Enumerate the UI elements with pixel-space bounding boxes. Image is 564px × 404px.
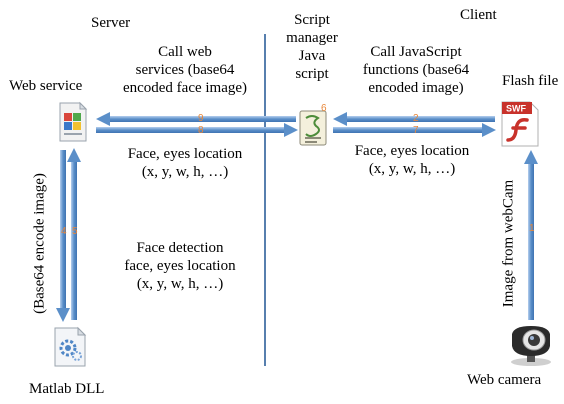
arrow-webservice-to-dll bbox=[56, 150, 70, 322]
flash-file-icon[interactable]: SWF bbox=[498, 98, 542, 148]
flash-file-label: Flash file bbox=[502, 73, 559, 89]
step-number-8: 8 bbox=[198, 125, 204, 136]
step-number-1: 1 bbox=[529, 223, 535, 234]
arrow-dll-to-webservice bbox=[67, 148, 81, 320]
step-number-7: 7 bbox=[413, 125, 419, 136]
face-eyes-location-left-label: Face, eyes location (x, y, w, h, …) bbox=[127, 146, 243, 180]
arrow-flash-to-script bbox=[333, 112, 495, 126]
step-number-4: 4 bbox=[61, 226, 67, 237]
step-number-2: 2 bbox=[413, 113, 419, 124]
image-from-webcam-label: Image from webCam bbox=[500, 179, 517, 308]
face-eyes-location-right-label: Face, eyes location (x, y, w, h, …) bbox=[354, 143, 470, 177]
dll-icon[interactable] bbox=[52, 326, 88, 368]
step-number-9: 9 bbox=[198, 113, 204, 124]
arrow-script-to-flash bbox=[333, 123, 496, 137]
arrow-webcam-to-flash bbox=[524, 150, 538, 320]
step-number-5: 5 bbox=[72, 226, 78, 237]
face-detection-label: Face detection face, eyes location (x, y… bbox=[124, 240, 236, 292]
webcam-icon[interactable] bbox=[506, 322, 556, 368]
web-service-icon[interactable] bbox=[58, 101, 88, 143]
step-number-6: 6 bbox=[321, 103, 327, 114]
swf-badge: SWF bbox=[506, 104, 526, 114]
web-camera-label: Web camera bbox=[467, 372, 542, 388]
matlab-dll-label: Matlab DLL bbox=[29, 381, 105, 397]
web-service-label: Web service bbox=[9, 78, 83, 94]
call-web-services-label: Call web services (base64 encoded face i… bbox=[122, 44, 248, 96]
call-javascript-label: Call JavaScript functions (base64 encode… bbox=[362, 44, 470, 96]
client-region-label: Client bbox=[460, 7, 497, 23]
script-icon[interactable] bbox=[297, 108, 329, 148]
arrow-script-to-webservice bbox=[96, 112, 296, 126]
server-region-label: Server bbox=[91, 15, 131, 31]
arrow-webservice-to-script bbox=[96, 123, 298, 137]
base64-encode-label: (Base64 encode image) bbox=[31, 173, 48, 314]
script-manager-label: Script manager Java script bbox=[286, 12, 338, 82]
